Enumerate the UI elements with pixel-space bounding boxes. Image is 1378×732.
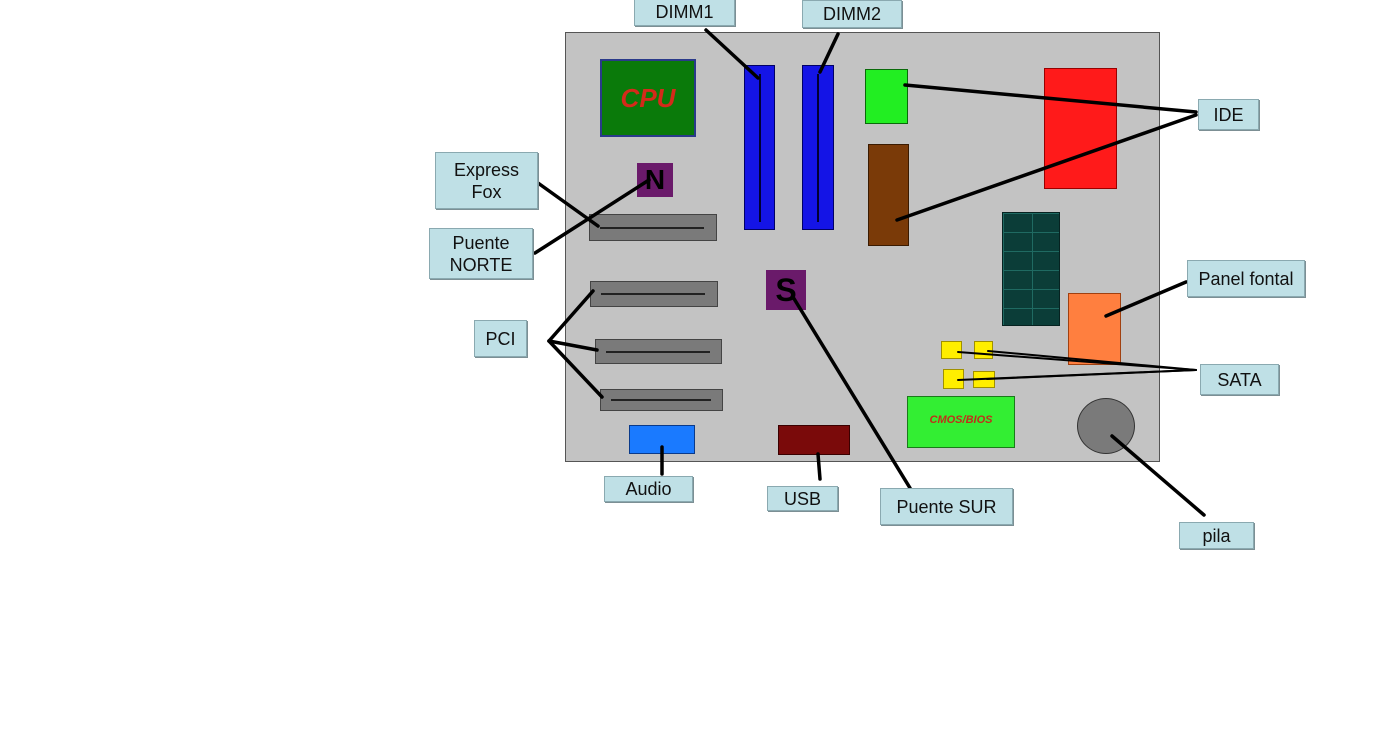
label-audio: Audio	[604, 476, 693, 502]
battery	[1077, 398, 1135, 454]
cmos-bios-text: CMOS/BIOS	[929, 414, 993, 426]
label-dimm2: DIMM2	[802, 0, 902, 28]
ide-connector-brown	[868, 144, 909, 246]
pci-slot	[595, 339, 722, 364]
pci-slot	[600, 389, 723, 411]
ide-connector-green	[865, 69, 908, 124]
pci-slot	[590, 281, 718, 307]
label-panel-frontal: Panel fontal	[1187, 260, 1305, 297]
dimm2-slot	[802, 65, 834, 230]
label-express-fox: Express Fox	[435, 152, 538, 209]
audio-connector	[629, 425, 695, 454]
label-pci: PCI	[474, 320, 527, 357]
power-connector	[1002, 212, 1060, 326]
cpu-socket: CPU	[600, 59, 696, 137]
red-connector-block	[1044, 68, 1117, 189]
label-puente-norte: Puente NORTE	[429, 228, 533, 279]
label-pila: pila	[1179, 522, 1254, 549]
sata-port	[943, 369, 964, 389]
dimm1-slot	[744, 65, 775, 230]
label-puente-sur: Puente SUR	[880, 488, 1013, 525]
usb-connector	[778, 425, 850, 455]
sata-port	[973, 371, 995, 388]
label-sata: SATA	[1200, 364, 1279, 395]
cpu-label: CPU	[620, 82, 676, 113]
sata-port	[974, 341, 993, 359]
south-bridge-chip: S	[766, 270, 806, 310]
north-bridge-letter: N	[644, 164, 666, 195]
front-panel-connector	[1068, 293, 1121, 365]
north-bridge-chip: N	[637, 163, 673, 197]
cmos-bios-chip: CMOS/BIOS	[907, 396, 1015, 448]
pci-express-slot	[589, 214, 717, 241]
sata-port	[941, 341, 962, 359]
label-dimm1: DIMM1	[634, 0, 735, 26]
label-usb: USB	[767, 486, 838, 511]
south-bridge-letter: S	[775, 271, 797, 308]
label-ide: IDE	[1198, 99, 1259, 130]
